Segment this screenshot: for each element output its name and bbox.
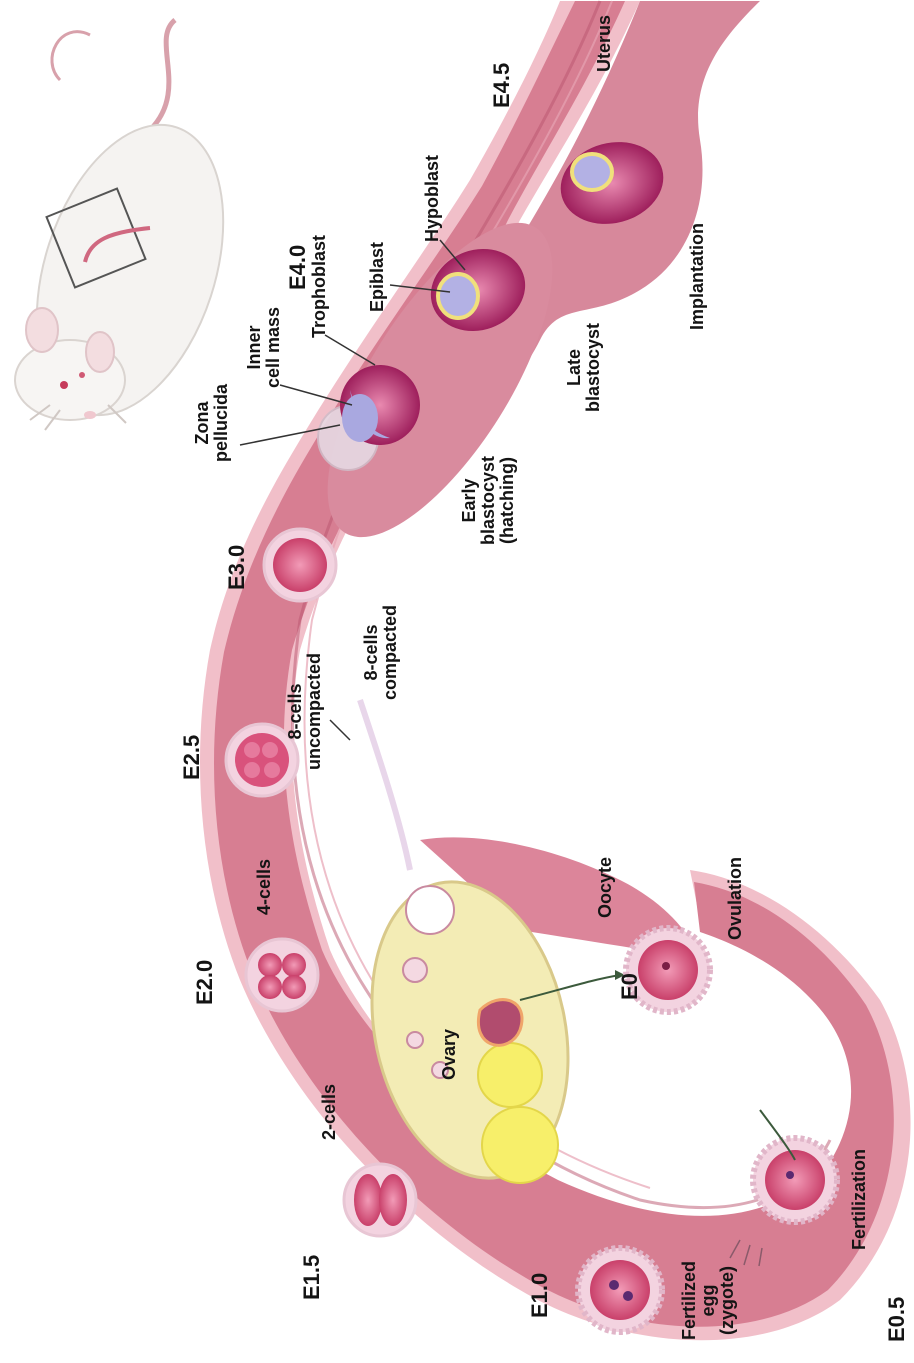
embryo-e20-4cells <box>246 939 318 1011</box>
stage-label-e20: E2.0 <box>193 960 216 1005</box>
label-fertilized-egg: Fertilized egg (zygote) <box>680 1261 737 1340</box>
stage-label-e40: E4.0 <box>286 245 309 290</box>
stage-label-e25: E2.5 <box>180 735 203 780</box>
embryo-e30-8cells-compacted <box>264 529 336 601</box>
embryo-e10-zygote <box>578 1248 662 1332</box>
stage-label-e05: E0.5 <box>885 1297 908 1342</box>
stage-label-e30: E3.0 <box>225 545 248 590</box>
label-4cells: 4-cells <box>255 859 274 915</box>
label-ovary: Ovary <box>440 1029 459 1080</box>
label-oocyte: Oocyte <box>596 857 615 918</box>
label-hypoblast: Hypoblast <box>423 155 442 242</box>
label-ovulation: Ovulation <box>726 857 745 940</box>
label-inner-cell-mass: Inner cell mass <box>245 307 283 388</box>
label-early-blastocyst: Early blastocyst (hatching) <box>460 456 517 545</box>
mouse-illustration <box>3 20 257 439</box>
label-8cells-compacted: 8-cells compacted <box>362 605 400 700</box>
stage-label-e45: E4.5 <box>490 63 513 108</box>
label-fertilization: Fertilization <box>850 1149 869 1250</box>
label-8cells-uncompacted: 8-cells uncompacted <box>286 653 324 770</box>
label-implantation: Implantation <box>688 223 707 330</box>
embryo-e15-2cells <box>344 1164 416 1236</box>
label-late-blastocyst: Late blastocyst <box>565 323 603 412</box>
stage-label-e15: E1.5 <box>300 1255 323 1300</box>
label-2cells: 2-cells <box>320 1084 339 1140</box>
label-zona-pellucida: Zona pellucida <box>193 384 231 462</box>
label-epiblast: Epiblast <box>368 242 387 312</box>
label-uterus: Uterus <box>595 15 614 72</box>
stage-label-e0: E0 <box>618 973 641 1000</box>
stage-label-e10: E1.0 <box>528 1273 551 1318</box>
label-trophoblast: Trophoblast <box>310 235 329 338</box>
